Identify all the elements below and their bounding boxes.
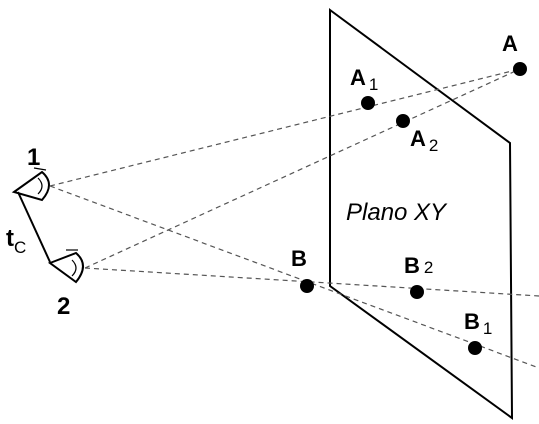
eye-icon [47,249,84,284]
point-label-A2-sub: 2 [429,136,438,155]
point-label-B2-sub: 2 [424,258,433,277]
sightline-1-to-B [49,185,539,369]
point-B [300,279,314,293]
point-label-B1-main: B [464,309,480,334]
baseline-label: tC [6,225,26,257]
projection-plane [329,8,514,420]
point-label-A1-sub: 1 [369,75,378,94]
point-label-A: A [502,31,518,56]
baseline-tc [17,191,51,263]
point-B2 [410,285,424,299]
sightline-2-to-A [84,68,521,269]
eye-icon [11,167,50,202]
viewpoint-label-1: 1 [27,144,40,171]
viewpoint-label-2: 2 [57,293,70,320]
point-B1 [468,341,482,355]
point-label-B1-sub: 1 [483,319,492,338]
point-label-A2-main: A [410,126,426,151]
baseline-label-main: t [6,225,14,252]
point-label-B: B [291,246,307,271]
point-A2 [396,114,410,128]
point-A [513,62,527,76]
plane-label: Plano XY [346,199,448,226]
point-label-A1-main: A [350,65,366,90]
baseline-label-sub: C [14,238,26,257]
point-A1 [361,96,375,110]
point-label-B2-main: B [404,253,420,278]
